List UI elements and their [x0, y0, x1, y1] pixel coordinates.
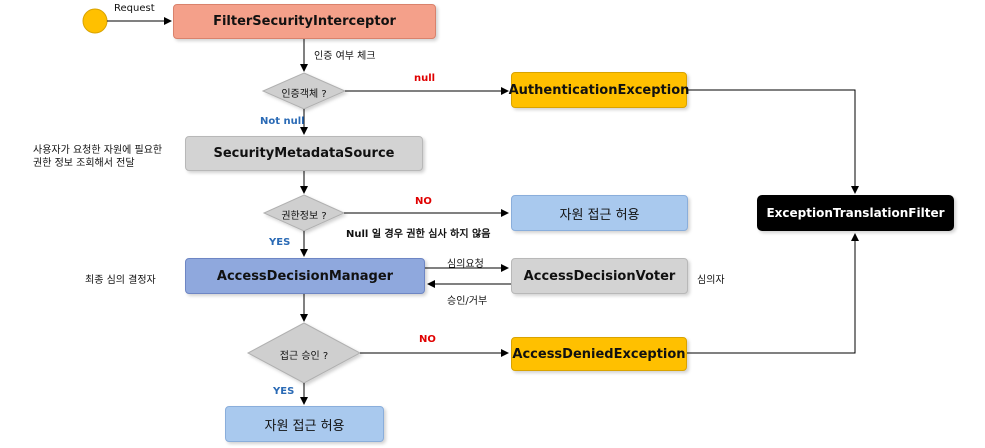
request-label: Request	[114, 3, 155, 14]
final-decider-label: 최종 심의 결정자	[85, 275, 156, 286]
reviewer-label: 심의자	[697, 275, 725, 286]
auth-object-decision-label: 인증객체 ?	[281, 89, 327, 100]
exception-translation-filter-node: ExceptionTranslationFilter	[757, 195, 954, 231]
resource-access-allowed-final-node: 자원 접근 허용	[225, 406, 384, 442]
not-null-label: Not null	[260, 116, 305, 127]
security-metadata-source-node: SecurityMetadataSource	[185, 136, 423, 171]
null-no-review-label: Null 일 경우 권한 심사 하지 않음	[346, 229, 491, 240]
yes-label-permission: YES	[269, 237, 291, 248]
authentication-exception-node: AuthenticationException	[509, 72, 689, 108]
review-request-label: 심의요청	[447, 259, 484, 270]
yes-label-access: YES	[273, 386, 295, 397]
start-node	[82, 8, 108, 34]
access-decision-voter-node: AccessDecisionVoter	[511, 258, 688, 294]
auth-check-label: 인증 여부 체크	[314, 51, 376, 62]
metadata-description-line2: 권한 정보 조회해서 전달	[33, 158, 135, 169]
no-label-access: NO	[419, 334, 436, 345]
resource-access-allowed-node: 자원 접근 허용	[511, 195, 688, 231]
access-decision-manager-node: AccessDecisionManager	[185, 258, 425, 294]
access-approval-decision-label: 접근 승인 ?	[279, 351, 329, 362]
null-label: null	[414, 73, 436, 84]
permission-info-decision-label: 권한정보 ?	[281, 211, 327, 222]
no-label-permission: NO	[415, 196, 432, 207]
connector-auth-exception-to-etf	[687, 89, 859, 194]
access-denied-exception-node: AccessDeniedException	[511, 337, 687, 371]
metadata-description-line1: 사용자가 요청한 자원에 필요한	[33, 145, 163, 156]
approve-reject-label: 승인/거부	[447, 296, 488, 307]
connector-denied-exception-to-etf	[687, 233, 859, 354]
filter-security-interceptor-node: FilterSecurityInterceptor	[173, 4, 436, 39]
